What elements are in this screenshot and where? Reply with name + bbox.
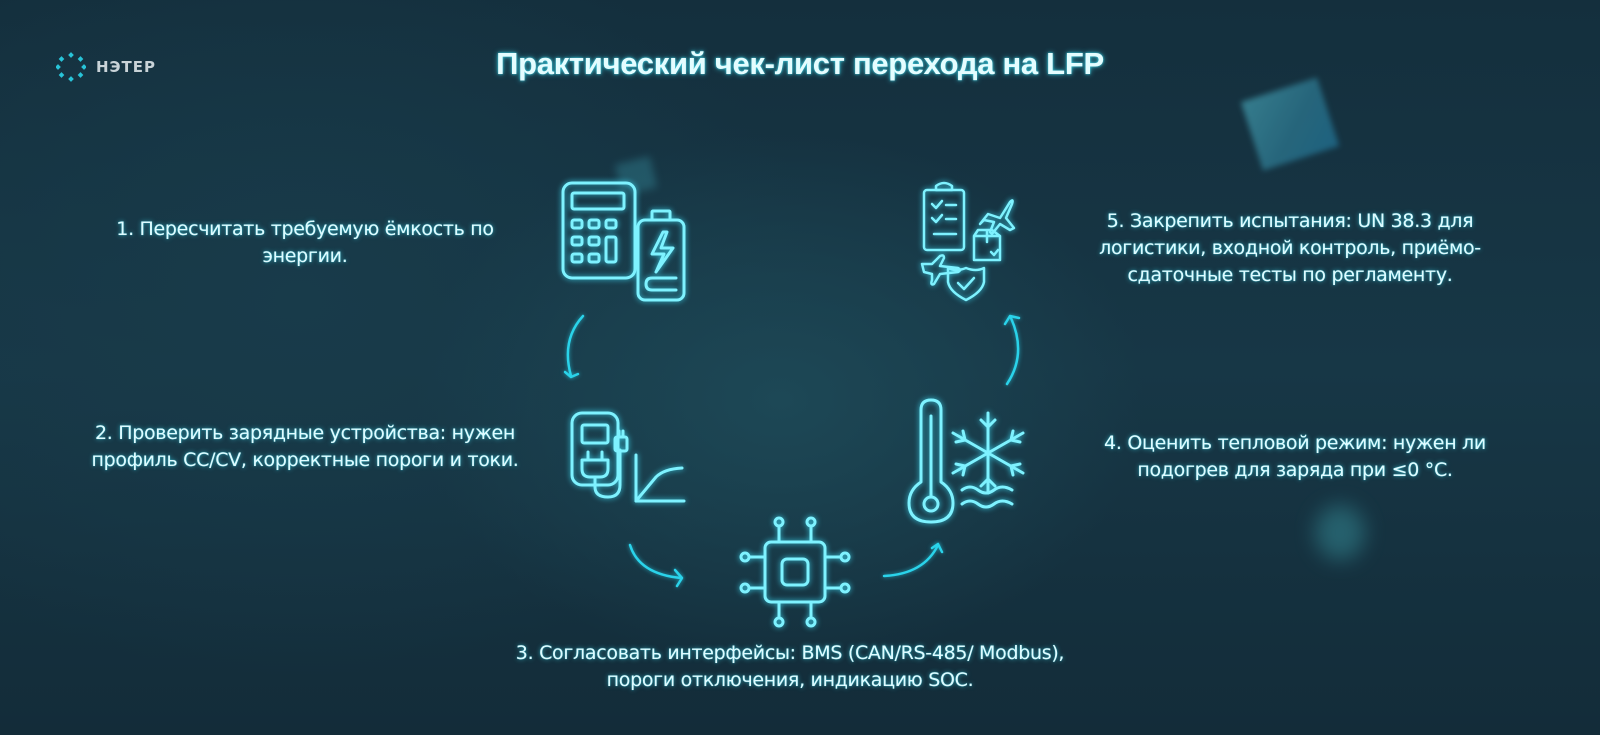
step-3-text: 3. Согласовать интерфейсы: BMS (CAN/RS-4…: [515, 642, 1065, 691]
page-title: Практический чек-лист перехода на LFP: [496, 46, 1104, 81]
charger-plug-curve-icon: [560, 405, 690, 519]
brand-name: НЭТЕР: [96, 58, 157, 76]
chip-icon: [735, 512, 855, 636]
decorative-glow-spot: [1315, 505, 1365, 560]
arrow-step2-to-step3: [625, 540, 695, 594]
step-4-text: 4. Оценить тепловой режим: нужен ли подо…: [1104, 432, 1486, 481]
calculator-battery-icon: [560, 180, 690, 309]
decorative-blurred-square: [1240, 77, 1340, 171]
clipboard-plane-box-shield-icon: [918, 180, 1018, 309]
arrow-step1-to-step2: [555, 310, 595, 394]
dotted-ring-logo-icon: [55, 52, 87, 82]
thermometer-snowflake-icon: [907, 398, 1028, 529]
step-1-text: 1. Пересчитать требуемую ёмкость по энер…: [116, 218, 494, 267]
brand-logo: НЭТЕР: [55, 52, 157, 82]
arrow-step3-to-step4: [880, 540, 950, 594]
step-2-text: 2. Проверить зарядные устройства: нужен …: [91, 422, 519, 471]
step-5-text: 5. Закрепить испытания: UN 38.3 для логи…: [1099, 210, 1481, 286]
arrow-step4-to-step5: [995, 310, 1035, 394]
